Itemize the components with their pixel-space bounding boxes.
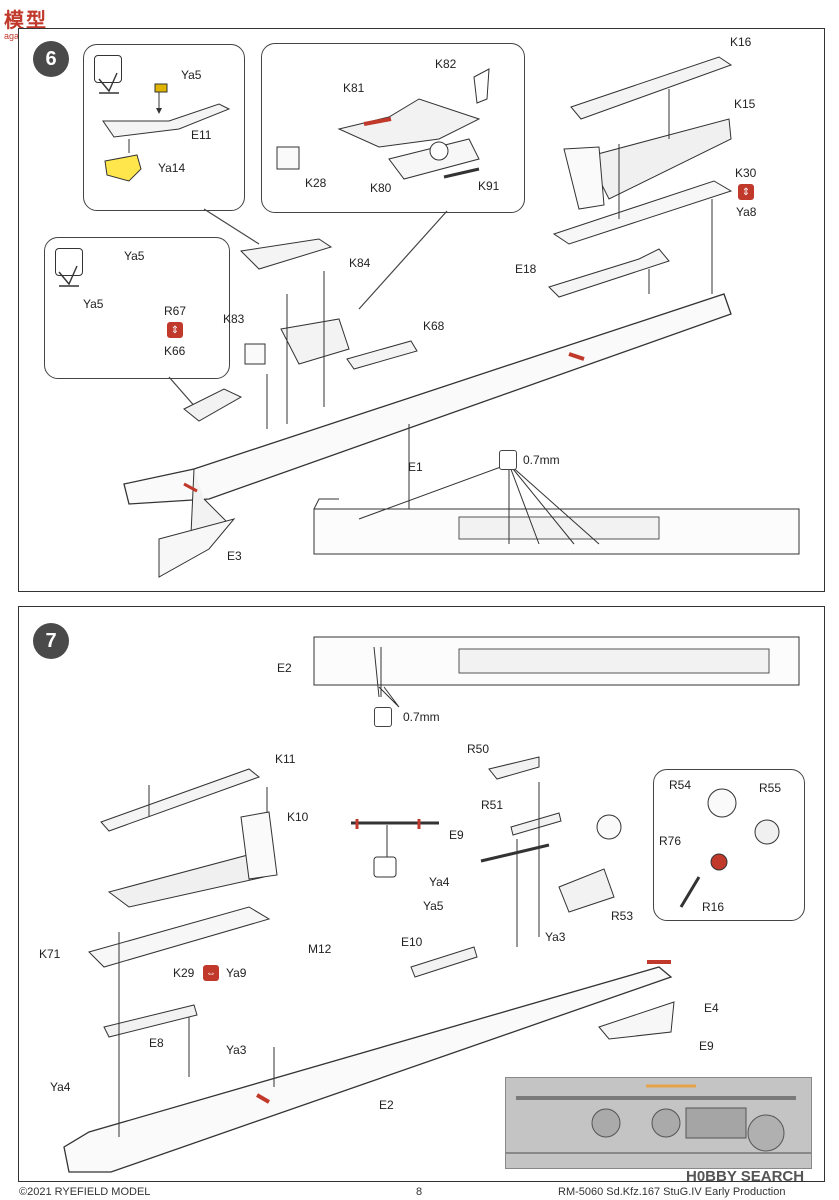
label-e18: E18 [515,262,537,276]
label-ya5: Ya5 [423,899,444,913]
watermark-logo-text: 模型 [4,10,48,32]
label-k82: K82 [435,57,457,71]
label-k15: K15 [734,97,756,111]
callout-k66 [44,237,230,379]
swap-icon: ⇕ [167,322,183,338]
label-e3: E3 [227,549,242,563]
label-k10: K10 [287,810,309,824]
product-title: RM-5060 Sd.Kfz.167 StuG.IV Early Product… [558,1186,786,1198]
label-ya3: Ya3 [545,930,566,944]
step-7-panel: 7 [18,606,825,1182]
label-e11: E11 [191,128,212,142]
drill-icon [374,707,392,727]
label-ya4-lower: Ya4 [50,1080,71,1094]
glue-icon [55,248,83,276]
label-e10: E10 [401,935,423,949]
step-6-number: 6 [33,41,69,77]
copyright: ©2021 RYEFIELD MODEL [19,1186,151,1198]
label-k30: K30 [735,166,757,180]
reference-photo [505,1077,812,1169]
label-ya14: Ya14 [158,161,186,175]
label-k16: K16 [730,35,752,49]
label-r55: R55 [759,781,782,795]
label-k91: K91 [478,179,500,193]
glue-icon [94,55,122,83]
label-r54: R54 [669,778,692,792]
label-k81: K81 [343,81,365,95]
page-number: 8 [416,1186,423,1198]
label-r50: R50 [467,742,490,756]
label-drill-size: 0.7mm [523,453,560,467]
label-e9: E9 [449,828,464,842]
step-7-number: 7 [33,623,69,659]
label-k80: K80 [370,181,392,195]
label-r16: R16 [702,900,725,914]
label-ya9: Ya9 [226,966,247,980]
label-r53: R53 [611,909,634,923]
label-k28: K28 [305,176,327,190]
label-e1: E1 [408,460,423,474]
label-k71: K71 [39,947,61,961]
label-r51: R51 [481,798,504,812]
label-e9-photo: E9 [699,1039,714,1053]
step-6-panel: 6 [18,28,825,592]
label-e2-side: E2 [277,661,292,675]
label-ya3-lower: Ya3 [226,1043,247,1057]
label-k68: K68 [423,319,445,333]
swap-icon: ⇕ [738,184,754,200]
label-ya5-callout: Ya5 [124,249,145,263]
hobbysearch-logo: H0BBY SEARCH [686,1168,805,1185]
label-k84: K84 [349,256,371,270]
step-6-drawing [58,56,800,578]
label-ya8: Ya8 [736,205,757,219]
label-k83: K83 [223,312,245,326]
label-ya4: Ya4 [429,875,450,889]
drill-icon [499,450,517,470]
label-ya5-callout-2: Ya5 [83,297,104,311]
label-r76: R76 [659,834,682,848]
label-m12: M12 [308,942,332,956]
label-e4: E4 [704,1001,719,1015]
label-k66: K66 [164,344,186,358]
step-7-drawing [63,636,800,1173]
label-ya5: Ya5 [181,68,202,82]
label-k11: K11 [275,752,296,766]
label-r67: R67 [164,304,187,318]
label-k29: K29 [173,966,195,980]
label-e2: E2 [379,1098,394,1112]
swap-icon: ⇔ [203,965,219,981]
label-e8: E8 [149,1036,164,1050]
label-drill-size: 0.7mm [403,710,440,724]
